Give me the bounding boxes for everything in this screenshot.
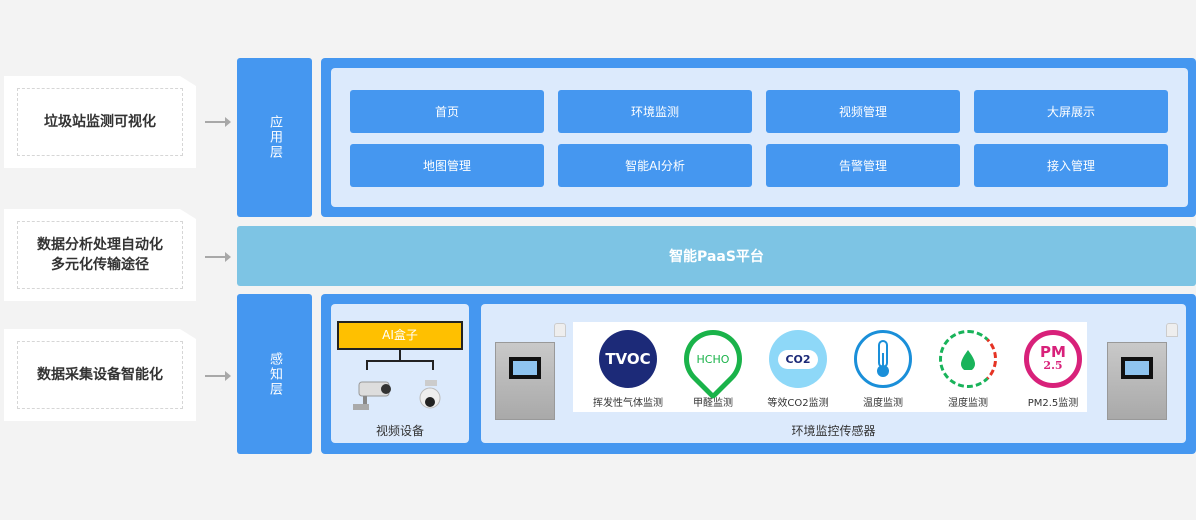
connector-line	[399, 350, 401, 360]
arrow-icon	[205, 252, 231, 262]
bullet-camera-icon	[353, 381, 391, 410]
thermometer-icon	[854, 330, 912, 388]
video-devices-label: 视频设备	[375, 424, 424, 438]
goal-text: 垃圾站监测可视化	[44, 114, 156, 130]
goal-card-devices: 数据采集设备智能化	[4, 329, 196, 421]
module-map[interactable]: 地图管理	[350, 144, 544, 187]
goal-text: 数据采集设备智能化	[37, 367, 163, 383]
hcho-icon: HCHO	[671, 317, 755, 401]
sensor-temperature: 温度监测	[843, 330, 923, 409]
module-home[interactable]: 首页	[350, 90, 544, 133]
goal-card-visualization: 垃圾站监测可视化	[4, 76, 196, 168]
dome-camera-icon	[419, 380, 441, 409]
application-layer-label: 应用层	[237, 58, 312, 217]
tvoc-icon: TVOC	[599, 330, 657, 388]
goal-text: 多元化传输途径	[51, 257, 149, 273]
application-layer: 首页 环境监测 视频管理 大屏展示 地图管理 智能AI分析 告警管理 接入管理	[321, 58, 1196, 217]
env-sensors-label: 环境监控传感器	[791, 424, 876, 438]
video-devices-panel: AI盒子 视频设备	[331, 304, 469, 443]
module-ai-analysis[interactable]: 智能AI分析	[558, 144, 752, 187]
co2-cloud-icon: CO2	[769, 330, 827, 388]
goal-card-data-processing: 数据分析处理自动化多元化传输途径	[4, 209, 196, 301]
ai-box: AI盒子	[337, 321, 463, 350]
humidity-drop-icon	[939, 330, 997, 388]
connector-line	[366, 360, 434, 370]
sensor-humidity: 湿度监测	[928, 330, 1008, 409]
module-env-monitor[interactable]: 环境监测	[558, 90, 752, 133]
arrow-icon	[205, 117, 231, 127]
app-modules-panel: 首页 环境监测 视频管理 大屏展示 地图管理 智能AI分析 告警管理 接入管理	[331, 68, 1188, 207]
module-video[interactable]: 视频管理	[766, 90, 960, 133]
paas-platform: 智能PaaS平台	[237, 226, 1196, 286]
module-access[interactable]: 接入管理	[974, 144, 1168, 187]
arrow-icon	[205, 371, 231, 381]
module-big-screen[interactable]: 大屏展示	[974, 90, 1168, 133]
sensor-device-image	[1107, 323, 1178, 420]
module-alarm[interactable]: 告警管理	[766, 144, 960, 187]
sensor-device-image	[495, 323, 566, 420]
goal-text: 数据分析处理自动化	[37, 237, 163, 253]
perception-layer-label: 感知层	[237, 294, 312, 454]
